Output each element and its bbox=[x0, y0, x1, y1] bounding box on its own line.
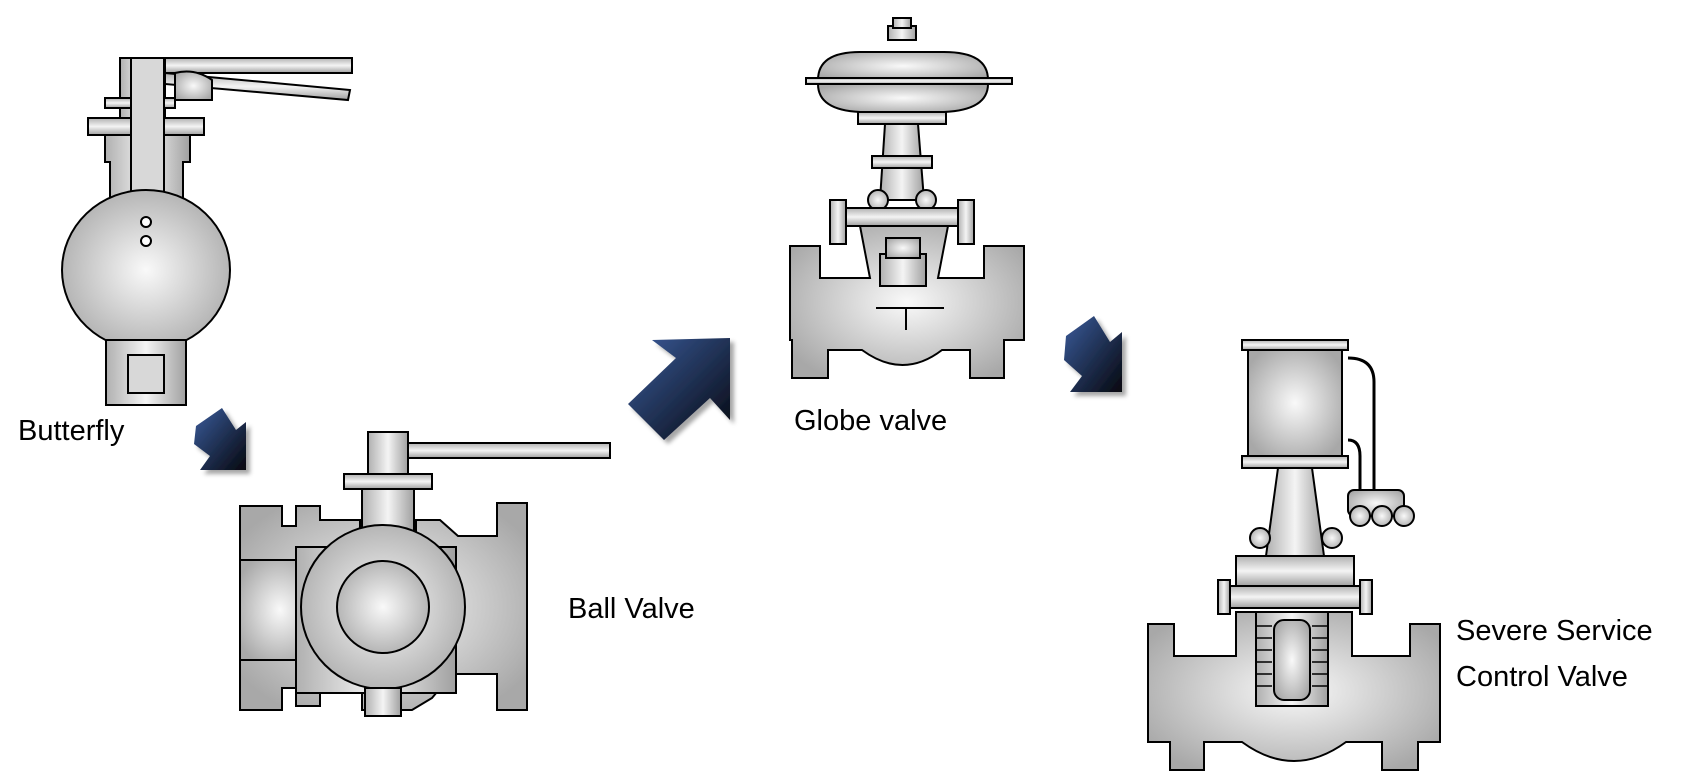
globe-valve-icon bbox=[789, 17, 1025, 379]
ball-valve-label: Ball Valve bbox=[568, 593, 695, 625]
severe-service-valve-icon bbox=[1147, 339, 1441, 771]
arrow-icon bbox=[1064, 316, 1122, 392]
severe-service-label-line2: Control Valve bbox=[1456, 661, 1628, 693]
severe-service-label-line1: Severe Service bbox=[1456, 615, 1653, 647]
butterfly-label: Butterfly bbox=[18, 415, 125, 447]
arrow-icon bbox=[628, 338, 730, 440]
butterfly-valve-icon bbox=[61, 57, 353, 406]
ball-valve-icon bbox=[239, 431, 611, 717]
globe-valve-label: Globe valve bbox=[794, 405, 947, 437]
arrow-icon bbox=[194, 408, 246, 470]
